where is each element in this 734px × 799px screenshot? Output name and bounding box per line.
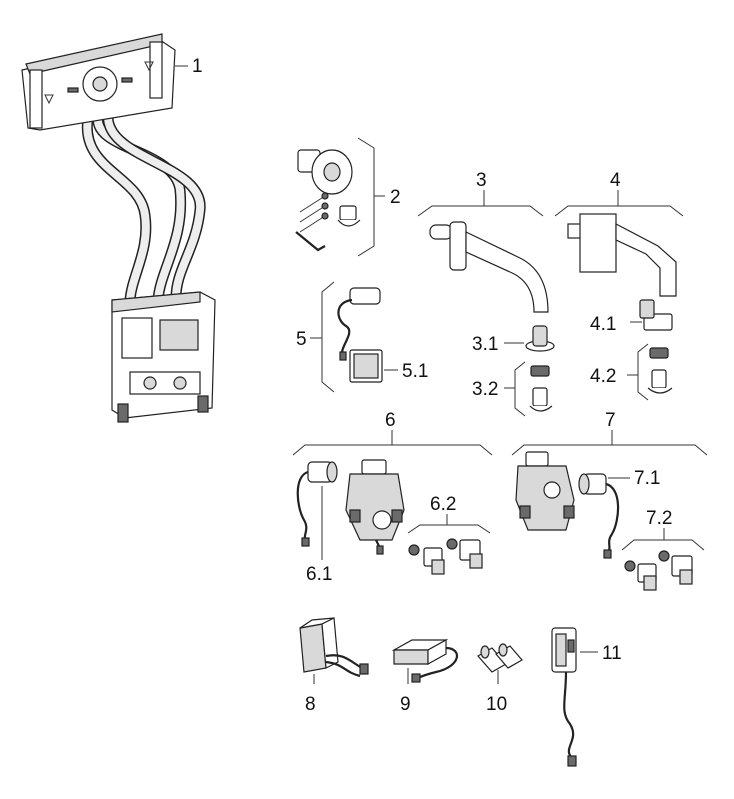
- label-2: 2: [390, 187, 401, 208]
- part-4-square-spout: 4: [554, 170, 684, 297]
- label-7-1: 7.1: [634, 468, 660, 489]
- part-7-valve-unit: 7: [511, 410, 708, 531]
- part-3-2-connector: 3.2: [472, 361, 553, 417]
- part-7-1-solenoid-cable: 7.1: [578, 468, 660, 559]
- part-5-sensor: 5: [296, 281, 381, 393]
- part-4-1-aerator: 4.1: [590, 299, 673, 335]
- part-6-2-check-valves: 6.2: [407, 494, 491, 575]
- label-10: 10: [486, 694, 507, 715]
- label-4-1: 4.1: [590, 314, 616, 335]
- part-4-2-connector: 4.2: [590, 343, 673, 401]
- label-3-2: 3.2: [472, 379, 498, 400]
- part-2-mounting-set: 2: [295, 137, 401, 257]
- label-5: 5: [296, 329, 307, 350]
- label-6: 6: [385, 410, 396, 431]
- label-4: 4: [610, 170, 621, 191]
- label-7: 7: [605, 410, 616, 431]
- part-3-round-spout: 3: [417, 170, 549, 313]
- part-6-1-solenoid-cable: 6.1: [296, 461, 338, 585]
- part-8-power-unit: 8: [299, 617, 369, 715]
- part-11-control-unit: 11: [551, 627, 622, 767]
- label-6-1: 6.1: [306, 564, 332, 585]
- label-3-1: 3.1: [472, 334, 498, 355]
- label-8: 8: [305, 694, 316, 715]
- label-7-2: 7.2: [646, 508, 672, 529]
- label-9: 9: [400, 694, 411, 715]
- label-3: 3: [476, 170, 487, 191]
- label-5-1: 5.1: [402, 361, 428, 382]
- part-9-battery-box: 9: [391, 638, 458, 715]
- label-11: 11: [602, 643, 622, 664]
- part-10-batteries: 10: [477, 643, 523, 715]
- label-6-2: 6.2: [430, 494, 456, 515]
- part-5-1-cover: 5.1: [349, 349, 428, 383]
- part-6-valve-unit: 6: [292, 410, 493, 555]
- label-4-2: 4.2: [590, 366, 616, 387]
- label-1: 1: [192, 56, 203, 77]
- part-3-1-aerator: 3.1: [472, 325, 555, 355]
- part-7-2-check-valves: 7.2: [621, 508, 705, 591]
- part-1-mounting-frame-assembly: 1: [21, 33, 216, 423]
